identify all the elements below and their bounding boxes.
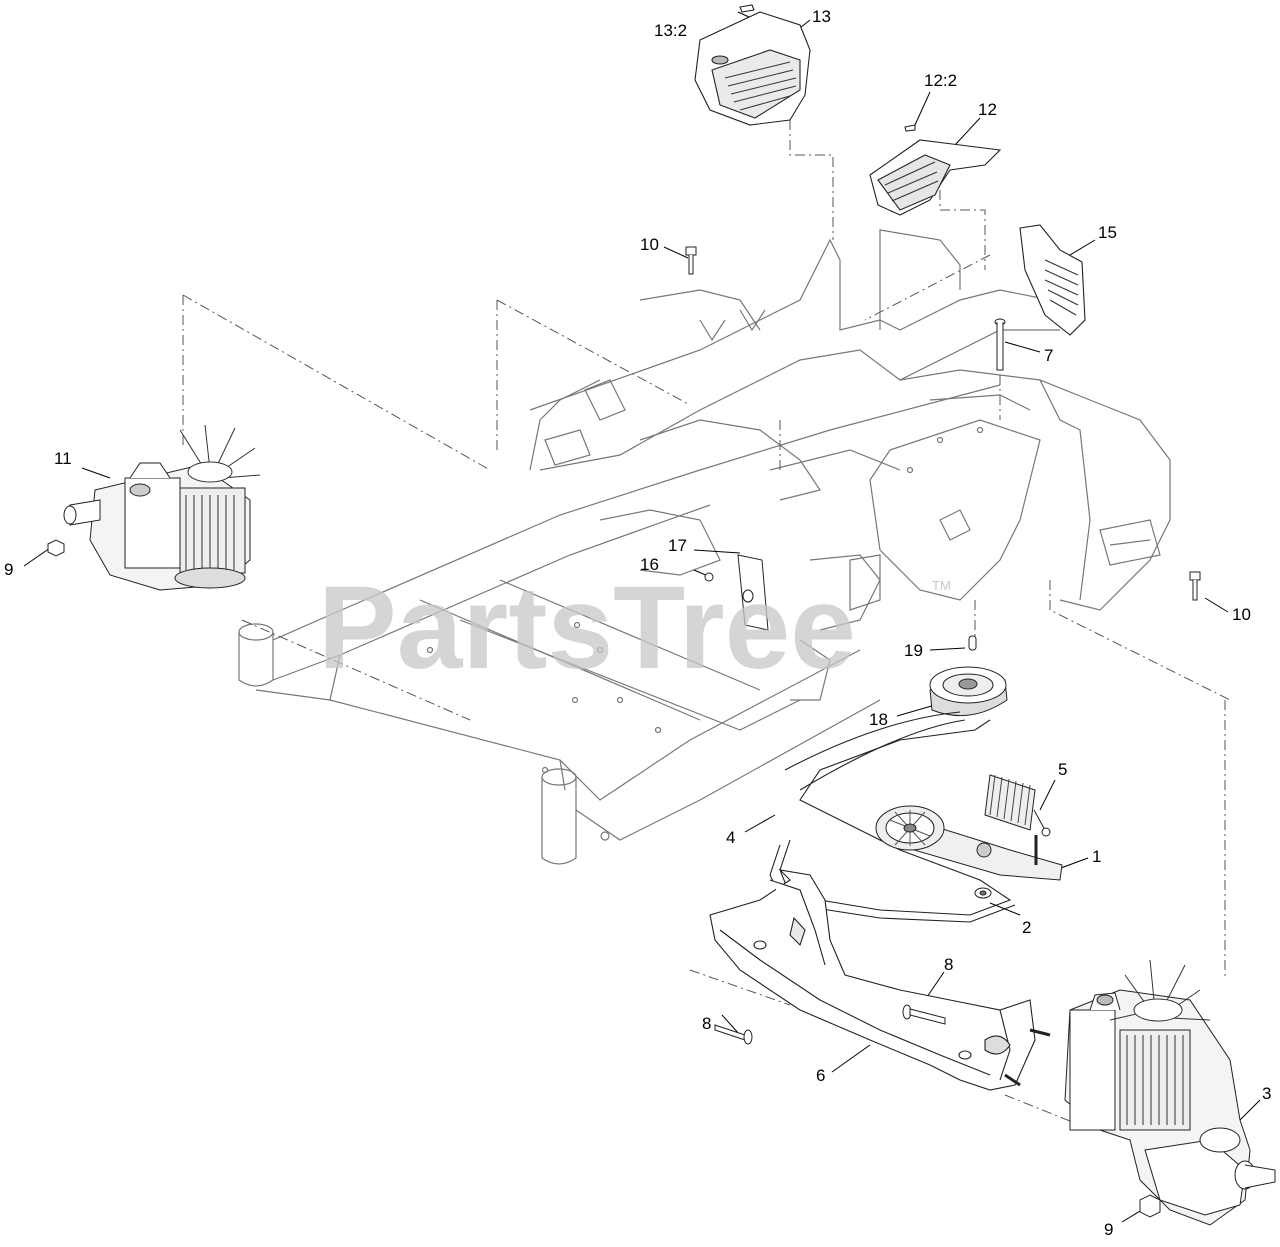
frame-assembly	[238, 229, 1171, 865]
bolt-10-right	[1189, 571, 1201, 601]
callout-7: 7	[1044, 346, 1053, 365]
part-18-pulley	[929, 666, 1008, 717]
callout-10-top: 10	[640, 235, 659, 254]
pin-8-right	[902, 1004, 946, 1025]
bolt-10-top	[685, 246, 697, 275]
callout-12: 12	[978, 100, 997, 119]
screw-16	[704, 572, 714, 582]
callout-5: 5	[1058, 760, 1067, 779]
part-1-idler-assembly	[875, 805, 1063, 881]
part-13-cover	[694, 4, 811, 126]
key-19	[968, 635, 977, 651]
callout-9-bottom: 9	[1104, 1220, 1113, 1239]
bolt-7	[994, 318, 1006, 371]
callout-13: 13	[812, 7, 831, 26]
callout-13-2: 13:2	[654, 21, 687, 40]
part-17-plate	[737, 554, 769, 631]
callout-4: 4	[726, 828, 735, 847]
callout-19: 19	[904, 641, 923, 660]
watermark-text: PartsTree	[318, 562, 856, 694]
callout-17: 17	[668, 536, 687, 555]
pin-8-left	[714, 1024, 753, 1045]
watermark-trademark: TM	[932, 578, 951, 593]
callout-12-2: 12:2	[924, 71, 957, 90]
callout-16: 16	[640, 555, 659, 574]
callout-8-left: 8	[702, 1014, 711, 1033]
part-5-spring	[984, 774, 1051, 837]
washer-2	[974, 887, 992, 899]
nut-9-left	[47, 539, 65, 557]
callout-1: 1	[1092, 847, 1101, 866]
callout-9-left: 9	[4, 560, 13, 579]
callout-6: 6	[816, 1066, 825, 1085]
callouts: 13:2 13 12:2 12 15 10 7 11 9 17 16 10 19…	[4, 7, 1271, 1239]
callout-2: 2	[1022, 918, 1031, 937]
part-6-bracket	[709, 869, 1051, 1091]
assembly-leader-lines	[182, 100, 1231, 1126]
part-15-shield	[1019, 224, 1086, 336]
callout-8-right: 8	[944, 955, 953, 974]
callout-10-right: 10	[1232, 605, 1251, 624]
callout-18: 18	[869, 710, 888, 729]
part-11-transmission	[63, 424, 261, 591]
callout-11: 11	[54, 449, 72, 468]
part-12-cover	[869, 124, 1002, 216]
callout-3: 3	[1262, 1084, 1271, 1103]
part-3-transmission	[1064, 959, 1276, 1226]
nut-9-bottom	[1139, 1194, 1161, 1218]
callout-15: 15	[1098, 223, 1117, 242]
